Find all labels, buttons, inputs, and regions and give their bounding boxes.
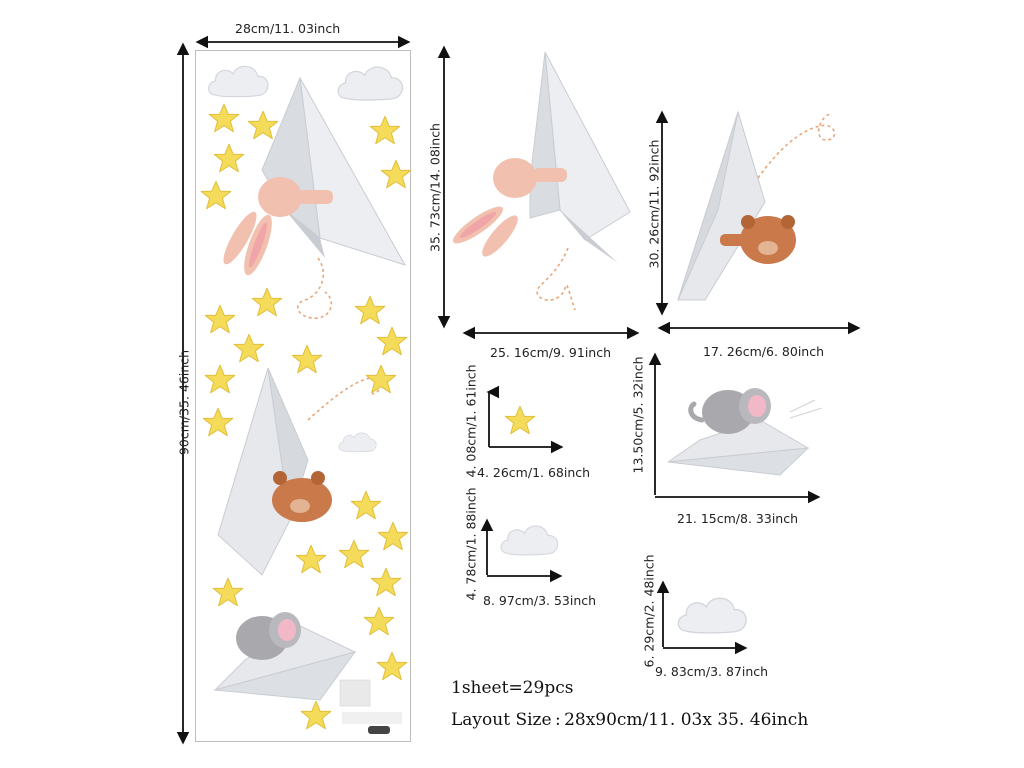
star-icon <box>204 304 236 334</box>
sheet-bunny-plane <box>223 76 407 276</box>
sheet-trail-2 <box>307 376 382 421</box>
star-icon <box>213 143 245 173</box>
star-icon <box>204 364 236 394</box>
bunny-plane <box>453 51 631 311</box>
sheet-height-label: 90cm/35. 46inch <box>176 349 192 456</box>
star-icon <box>369 115 401 145</box>
star-icon <box>377 521 409 551</box>
star-icon <box>380 159 412 189</box>
bear-plane <box>677 110 836 301</box>
elephant-plane <box>667 388 823 476</box>
layout-size-text: Layout Size : 28x90cm/11. 03x 35. 46inch <box>451 710 809 730</box>
star-icon <box>376 651 408 681</box>
star-icon <box>365 364 397 394</box>
star-height-label: 4. 08cm/1. 61inch <box>463 364 479 478</box>
star-icon <box>370 567 402 597</box>
small-cloud-height-label: 4. 78cm/1. 88inch <box>463 487 479 601</box>
sheet-bear-plane <box>217 367 332 576</box>
star-icon <box>376 326 408 356</box>
sheet-trail-1 <box>296 257 333 319</box>
star-icon <box>202 407 234 437</box>
star-icon <box>208 103 240 133</box>
star-icon <box>338 539 370 569</box>
bunny-height-label: 35. 73cm/14. 08inch <box>427 123 443 252</box>
sheet-cloud-left <box>208 65 269 98</box>
gray-cloud-piece <box>677 597 747 634</box>
small-cloud-piece <box>500 525 559 556</box>
sheet-small-label <box>339 679 402 734</box>
dimension-arrows <box>176 35 861 745</box>
small-cloud-width-label: 8. 97cm/3. 53inch <box>483 593 597 608</box>
elephant-width-label: 21. 15cm/8. 33inch <box>677 511 799 526</box>
star-piece <box>504 405 536 435</box>
star-icon <box>212 577 244 607</box>
star-icon <box>291 344 323 374</box>
star-icon <box>247 110 279 140</box>
sheet-count-text: 1sheet=29pcs <box>451 678 574 698</box>
bear-height-label: 30. 26cm/11. 92inch <box>646 139 662 269</box>
bear-width-label: 17. 26cm/6. 80inch <box>703 344 825 359</box>
star-icon <box>300 700 332 730</box>
star-icon <box>354 295 386 325</box>
star-icon <box>233 333 265 363</box>
star-icon <box>363 606 395 636</box>
sheet-width-label: 28cm/11. 03inch <box>235 21 341 36</box>
star-icon <box>350 490 382 520</box>
star-icon <box>200 180 232 210</box>
gray-cloud-height-label: 6. 29cm/2. 48inch <box>641 554 657 668</box>
bunny-width-label: 25. 16cm/9. 91inch <box>490 345 612 360</box>
star-icon <box>295 544 327 574</box>
sheet-elephant-plane <box>213 612 357 701</box>
sheet-cloud-mid <box>338 431 378 453</box>
star-icon <box>251 287 283 317</box>
elephant-height-label: 13.50cm/5. 32inch <box>630 356 646 474</box>
star-width-label: 4. 26cm/1. 68inch <box>477 465 591 480</box>
sheet-cloud-right <box>337 66 404 101</box>
gray-cloud-width-label: 9. 83cm/3. 87inch <box>655 664 769 679</box>
